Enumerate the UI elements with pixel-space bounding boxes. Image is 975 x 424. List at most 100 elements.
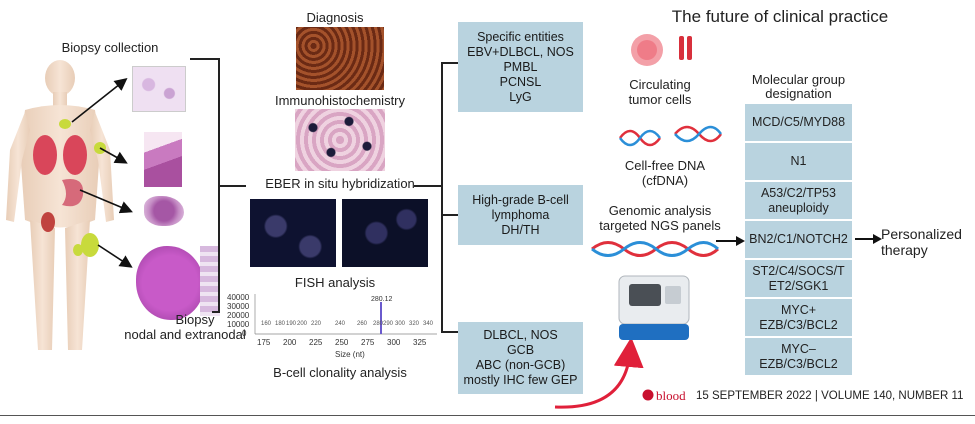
entity-line: Specific entities (477, 29, 564, 44)
molecular-group-st2: ST2/C4/SOCS/TET2/SGK1 (745, 260, 852, 297)
x-tick: 300 (387, 338, 401, 347)
cfdna-label-line1: Cell-free DNA (624, 158, 706, 173)
ihc-label: Immunohistochemistry (274, 93, 406, 108)
mid-bracket-vertical (441, 62, 443, 332)
ngs-to-groups-arrow (716, 236, 745, 246)
entity-line: GCB (506, 343, 535, 357)
molecular-group-label: MYC+ EZB/C3/BCL2 (759, 302, 838, 332)
x-tick: 325 (413, 338, 427, 347)
sequencer-icon (618, 275, 690, 340)
molecular-group-label: MYC– EZB/C3/BCL2 (759, 341, 838, 371)
marker-label: 190 (286, 321, 297, 327)
personalized-therapy-line2: therapy (881, 242, 928, 258)
molecular-group-label: N1 (790, 154, 807, 168)
biopsy-label-line1: Biopsy (175, 312, 215, 327)
x-tick: 225 (309, 338, 323, 347)
footer-divider (0, 415, 975, 416)
molecular-group-bn2: BN2/C1/NOTCH2 (745, 221, 852, 258)
y-tick: 10000 (227, 320, 250, 329)
entity-line: PCNSL (499, 74, 542, 89)
marker-label: 220 (311, 321, 322, 327)
entity-box-high-grade: High-grade B-cell lymphoma DH/TH (458, 185, 583, 245)
marker-label: 320 (409, 321, 420, 327)
mid-bracket-top (441, 62, 459, 64)
mid-bracket-in (414, 185, 442, 187)
marker-label: 260 (357, 321, 368, 327)
left-bracket-bottom (212, 311, 220, 313)
entity-line: DLBCL, NOS (483, 328, 558, 342)
tissue-image-lung (144, 132, 182, 187)
marker-label: 160 (261, 321, 272, 327)
entity-line: PMBL (503, 59, 538, 74)
y-tick: 40000 (227, 293, 250, 302)
molecular-group-label: BN2/C1/NOTCH2 (749, 232, 848, 246)
entity-line: DH/TH (501, 222, 540, 237)
tissue-image-stomach (144, 196, 184, 226)
molecular-group-a53: A53/C2/TP53 aneuploidy (745, 182, 852, 219)
molecular-group-myc-plus: MYC+ EZB/C3/BCL2 (745, 299, 852, 336)
entity-box-specific: Specific entities EBV+DLBCL, NOS PMBL PC… (458, 22, 583, 112)
entity-line: LyG (509, 89, 532, 104)
molecular-header-line1: Molecular group (751, 72, 846, 87)
entity-line: mostly IHC few GEP (463, 373, 578, 387)
biopsy-collection-label: Biopsy collection (61, 40, 159, 55)
entity-line: lymphoma (491, 207, 550, 222)
molecular-group-myc-minus: MYC– EZB/C3/BCL2 (745, 338, 852, 375)
marker-label: 340 (423, 321, 434, 327)
x-tick: 175 (257, 338, 271, 347)
x-tick: 275 (361, 338, 375, 347)
page-title: The future of clinical practice (671, 7, 889, 26)
molecular-group-n1: N1 (745, 143, 852, 180)
y-tick: 30000 (227, 302, 250, 311)
tissue-image-thyroid (132, 66, 186, 112)
tissue-image-node (136, 246, 204, 320)
groups-to-therapy-arrow (855, 234, 882, 244)
marker-label: 240 (335, 321, 346, 327)
marker-label: 280 (373, 321, 384, 327)
molecular-group-mcd: MCD/C5/MYD88 (745, 104, 852, 141)
x-axis-label: Size (nt) (335, 350, 365, 359)
eber-image (295, 109, 385, 171)
marker-label: 180 (275, 321, 286, 327)
entity-line: EBV+DLBCL, NOS (467, 44, 574, 59)
ngs-label-line1: Genomic analysis (608, 203, 712, 218)
citation: 15 SEPTEMBER 2022 | VOLUME 140, NUMBER 1… (696, 390, 964, 402)
left-bracket-out (218, 185, 246, 187)
body-arrows (71, 78, 133, 268)
x-tick: 250 (335, 338, 349, 347)
mid-bracket-mid (441, 214, 459, 216)
marker-label: 290 (383, 321, 394, 327)
entity-box-dlbcl: DLBCL, NOS GCB ABC (non-GCB) mostly IHC … (458, 322, 583, 394)
clonality-chart: 40000 30000 20000 10000 0 280.12 160 180… (227, 293, 437, 359)
peak-label: 280.12 (371, 296, 393, 303)
ctc-label-line1: Circulating (629, 77, 691, 92)
marker-label: 200 (297, 321, 308, 327)
left-bracket-top (190, 58, 220, 60)
molecular-group-label: A53/C2/TP53 aneuploidy (760, 185, 837, 215)
blood-logo-icon (642, 389, 654, 401)
ngs-label-line2: targeted NGS panels (599, 218, 721, 233)
molecular-group-label: ST2/C4/SOCS/TET2/SGK1 (752, 263, 845, 293)
y-tick: 20000 (227, 311, 250, 320)
molecular-header-line2: designation (765, 86, 832, 101)
diagnosis-label: Diagnosis (306, 10, 364, 25)
human-body-figure (6, 60, 114, 350)
biopsy-label: Biopsy (120, 312, 270, 327)
biopsy-label-line2: nodal and extranodal (124, 327, 246, 342)
molecular-group-label: MCD/C5/MYD88 (751, 115, 846, 129)
entity-line: ABC (non-GCB) (475, 358, 566, 372)
cfdna-icon (618, 125, 723, 147)
mid-bracket-bottom (441, 331, 459, 333)
tissue-image-section (200, 246, 220, 316)
dna-helix-icon (591, 241, 720, 257)
x-tick: 200 (283, 338, 297, 347)
cfdna-label-line2: (cfDNA) (641, 173, 689, 188)
y-tick: 0 (242, 329, 247, 338)
marker-label: 300 (395, 321, 406, 327)
fish-image-2 (342, 199, 428, 267)
circulating-tumor-cell-icon (631, 34, 692, 66)
eber-label: EBER in situ hybridization (265, 176, 415, 191)
journal-name: blood (656, 388, 686, 403)
fish-label: FISH analysis (294, 275, 376, 290)
personalized-therapy-line1: Personalized (881, 226, 962, 242)
